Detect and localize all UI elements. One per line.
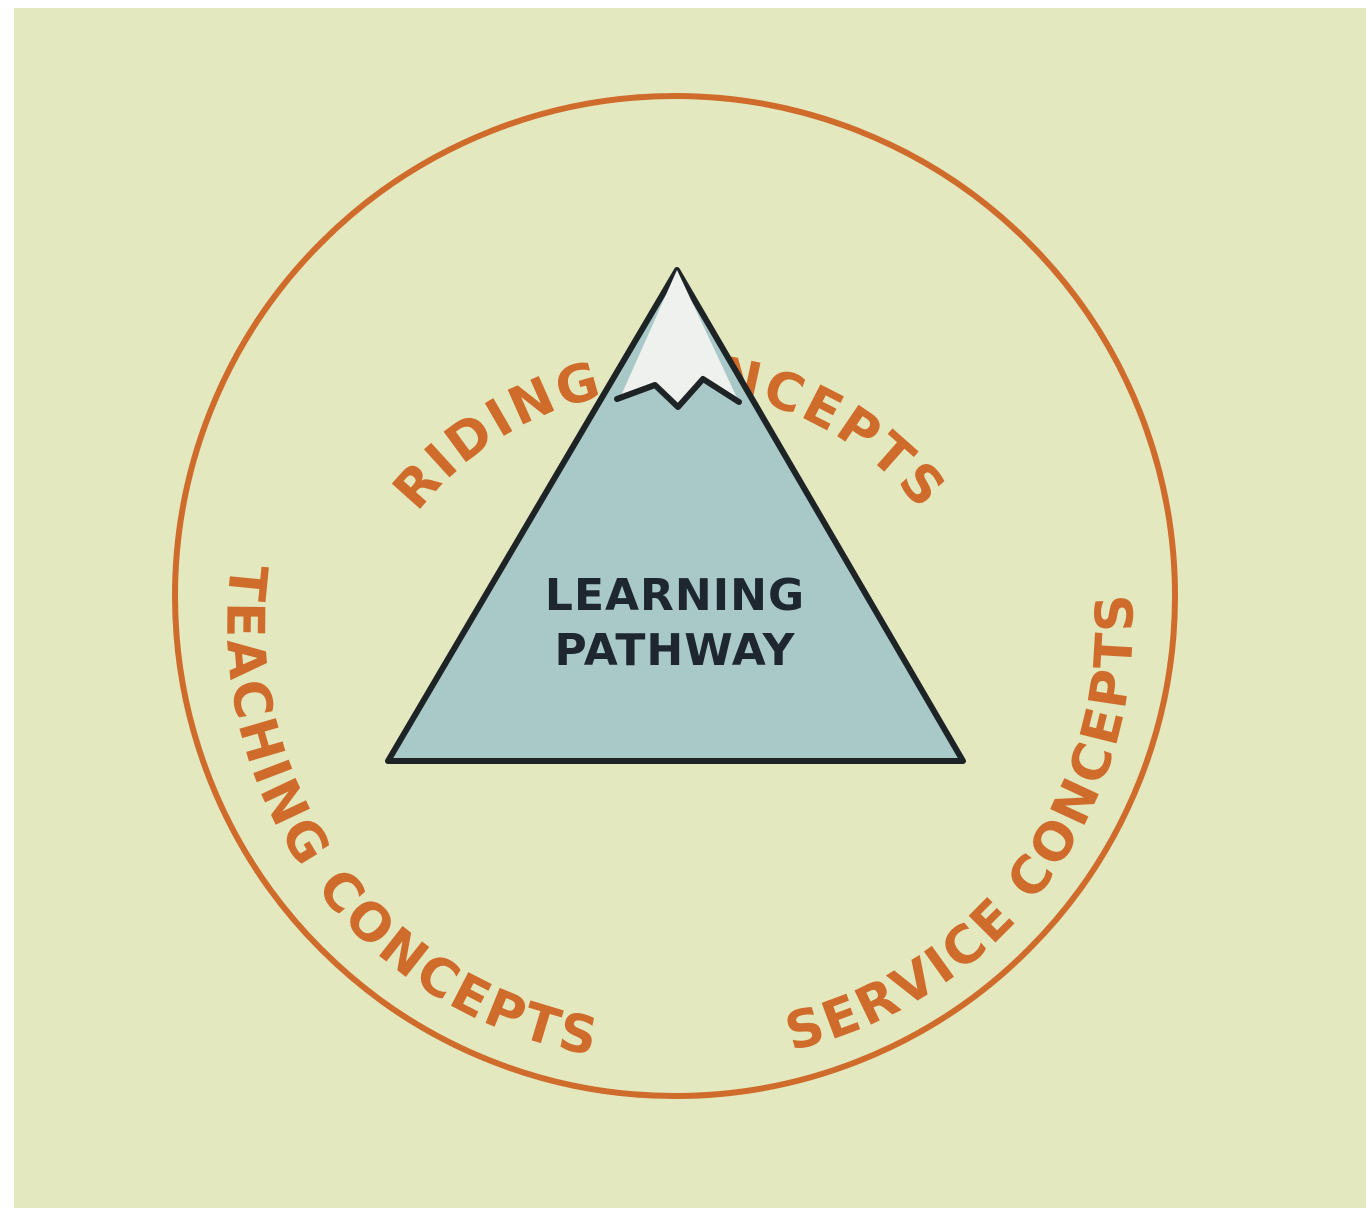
concept-ring: [172, 93, 1178, 1099]
center-label-line-2: PATHWAY: [555, 625, 796, 676]
mountain-body: [385, 267, 966, 764]
snow-cap-icon: [620, 270, 739, 407]
snow-line: [614, 376, 742, 410]
center-label-line-1: LEARNING: [545, 570, 805, 621]
mountain-icon: [385, 267, 966, 764]
